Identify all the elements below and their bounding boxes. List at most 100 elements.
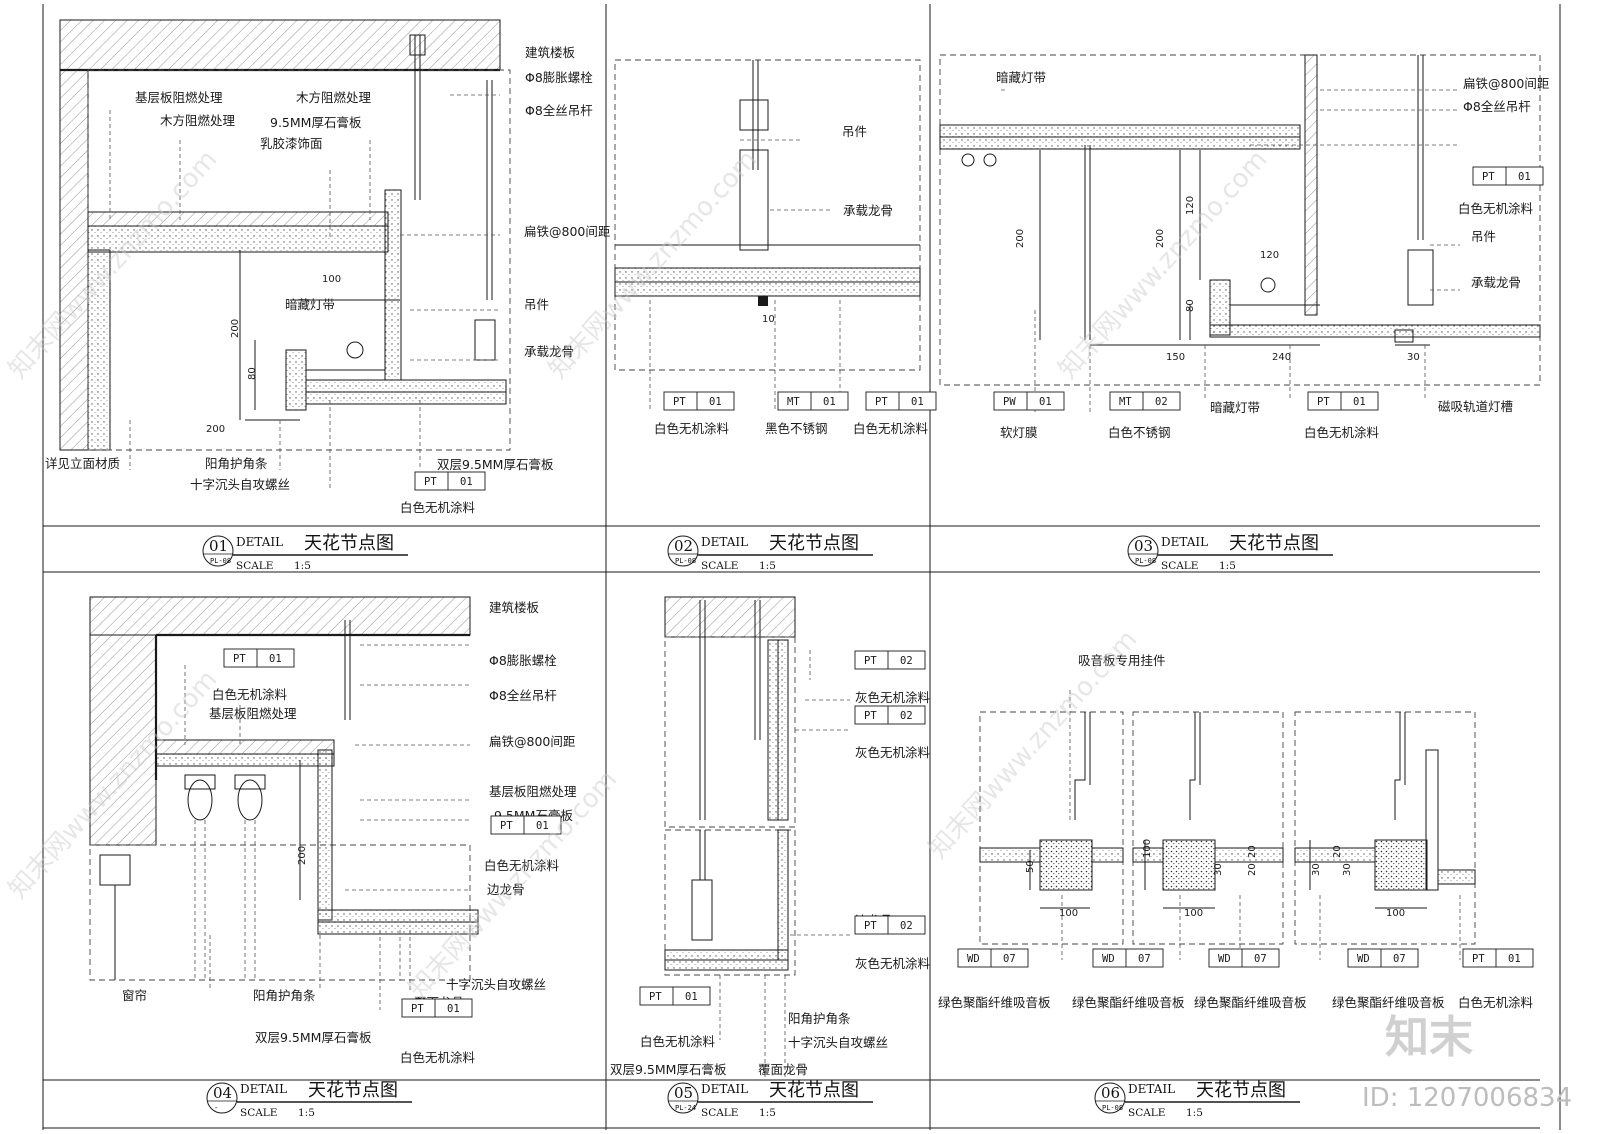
- detail-reference: PL-08: [1135, 557, 1156, 565]
- dimension-label: 150: [1166, 352, 1185, 363]
- material-tag-code: PT: [500, 820, 513, 832]
- scale-value: 1:5: [1186, 1107, 1203, 1119]
- callout-label: 双层9.5MM厚石膏板: [437, 457, 554, 472]
- material-tag-number: 01: [536, 820, 549, 832]
- callout-label: 基层板阻燃处理: [209, 706, 297, 721]
- callout-label: 木方阻燃处理: [160, 113, 236, 128]
- callout-label: 基层板阻燃处理: [489, 784, 577, 799]
- material-tag-number: 02: [900, 655, 913, 667]
- material-tag-code: WD: [1357, 953, 1370, 965]
- dimension-label: 100: [1386, 908, 1405, 919]
- dimension-label: 200: [1015, 229, 1026, 248]
- callout-label: 乳胶漆饰面: [260, 136, 323, 151]
- callout-label: 软灯膜: [1000, 425, 1038, 440]
- callout-label: 建筑楼板: [525, 45, 576, 60]
- callout-label: 阳角护角条: [205, 456, 268, 471]
- material-tag-number: 02: [1155, 396, 1168, 408]
- panel-05-drawing: [664, 596, 850, 1080]
- material-tag-box: [1307, 391, 1379, 411]
- callout-label: 绿色聚酯纤维吸音板: [1194, 995, 1307, 1010]
- watermark-text: 知末网www.znzmo.com: [1053, 145, 1273, 385]
- material-tag: PT 01: [865, 391, 937, 411]
- callout-label: 吊件: [524, 297, 549, 312]
- material-tag-code: PT: [649, 991, 662, 1003]
- callout-label: Φ8膨胀螺栓: [489, 653, 557, 668]
- material-tag-code: PT: [864, 920, 877, 932]
- dimension-label: 80: [247, 367, 258, 380]
- dimension-label: 80: [1185, 299, 1196, 312]
- material-tag-number: 01: [1518, 171, 1531, 183]
- callout-label: 木方阻燃处理: [296, 90, 372, 105]
- detail-number: 01: [209, 537, 228, 555]
- callout-label: 吊件: [842, 124, 867, 139]
- material-tag-number: 01: [1039, 396, 1052, 408]
- material-tag: PW 01: [993, 391, 1065, 411]
- material-tag-number: 01: [685, 991, 698, 1003]
- callout-label: 双层9.5MM厚石膏板: [255, 1030, 372, 1045]
- dimension-label: 30: [1311, 863, 1322, 876]
- dimension-label: 100: [1059, 908, 1078, 919]
- material-tag-box: [957, 948, 1029, 968]
- material-tag-box: [639, 986, 711, 1006]
- material-tag-number: 07: [1393, 953, 1406, 965]
- material-tag: PT 01: [639, 986, 711, 1006]
- material-tag-code: PW: [1003, 396, 1016, 408]
- callout-label: 边龙骨: [487, 882, 525, 897]
- scale-value: 1:5: [759, 560, 776, 572]
- material-tag-code: PT: [1472, 953, 1485, 965]
- detail-number: 06: [1101, 1084, 1120, 1102]
- callout-label: 9.5MM厚石膏板: [270, 115, 362, 130]
- scale-label: SCALE: [1161, 560, 1198, 572]
- detail-word: DETAIL: [701, 535, 748, 549]
- material-tag-box: [663, 391, 735, 411]
- detail-title: 天花节点图: [1196, 1080, 1286, 1101]
- callout-label: 阳角护角条: [788, 1011, 851, 1026]
- brand-logo: 知末: [1385, 1012, 1473, 1063]
- callout-label: 承载龙骨: [524, 344, 574, 359]
- dimension-label: 200: [206, 424, 225, 435]
- material-tag-number: 02: [900, 710, 913, 722]
- dimension-label: 120: [1260, 250, 1279, 261]
- callout-label: 扁铁@800间距: [1463, 76, 1549, 91]
- dimension-label: 20: [1332, 845, 1343, 858]
- material-tag-code: PT: [864, 655, 877, 667]
- callout-label: 窗帘: [122, 988, 147, 1003]
- material-tag-number: 07: [1254, 953, 1267, 965]
- material-tag-number: 01: [911, 396, 924, 408]
- material-tag: PT 01: [490, 815, 562, 835]
- detail-reference: PL-08: [1102, 1104, 1123, 1112]
- dimension-label: 200: [230, 319, 241, 338]
- material-tag-number: 07: [1138, 953, 1151, 965]
- detail-title: 天花节点图: [304, 533, 394, 554]
- callout-label: 基层板阻燃处理: [135, 90, 223, 105]
- detail-number-circle: [1127, 535, 1159, 567]
- dimension-label: 20: [1247, 845, 1258, 858]
- callout-label: 十字沉头自攻螺丝: [788, 1035, 888, 1050]
- detail-title: 天花节点图: [769, 1080, 859, 1101]
- callout-label: 白色无机涂料: [640, 1034, 716, 1049]
- detail-number-circle: [1094, 1082, 1126, 1114]
- material-tag: PT 02: [854, 915, 926, 935]
- callout-label: 双层9.5MM厚石膏板: [610, 1062, 727, 1077]
- callout-label: 白色无机涂料: [1458, 201, 1534, 216]
- callout-label: 详见立面材质: [45, 456, 120, 471]
- material-tag-code: PT: [875, 396, 888, 408]
- callout-label: 灰色无机涂料: [855, 690, 931, 705]
- material-tag-number: 02: [900, 920, 913, 932]
- detail-number-circle: [206, 1082, 238, 1114]
- image-id: ID: 1207006834: [1362, 1083, 1572, 1113]
- detail-reference: -: [214, 1104, 218, 1112]
- callout-label: Φ8全丝吊杆: [525, 103, 593, 118]
- detail-number: 03: [1134, 537, 1153, 555]
- material-tag-box: [490, 815, 562, 835]
